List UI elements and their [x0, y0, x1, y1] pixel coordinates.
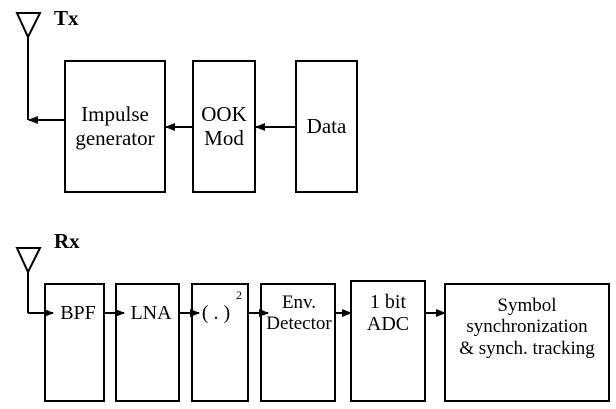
bpf-label: BPF	[60, 301, 96, 324]
symbol-sync-block	[444, 283, 610, 402]
square-law-label: ( . )	[201, 301, 231, 324]
symbol-sync-label: Symbol synchronization & synch. tracking	[459, 295, 595, 359]
tx-antenna-icon	[15, 12, 42, 120]
adc-block	[350, 280, 426, 402]
adc-label: 1 bit ADC	[366, 290, 410, 335]
data-label: Data	[306, 113, 347, 138]
lna-block	[115, 283, 180, 402]
tx-label: Tx	[54, 6, 79, 30]
lna-label: LNA	[130, 301, 172, 324]
bpf-block	[44, 283, 105, 402]
env-detector-label: Env. Detector	[266, 291, 332, 334]
ook-mod-label: OOK Mod	[201, 101, 247, 150]
impulse-generator-label: Impulse generator	[75, 101, 155, 150]
env-detector-block	[260, 283, 336, 402]
square-law-block	[191, 283, 249, 402]
square-law-exponent: 2	[236, 288, 242, 303]
rx-antenna-icon	[15, 247, 42, 313]
rx-label: Rx	[54, 229, 80, 253]
